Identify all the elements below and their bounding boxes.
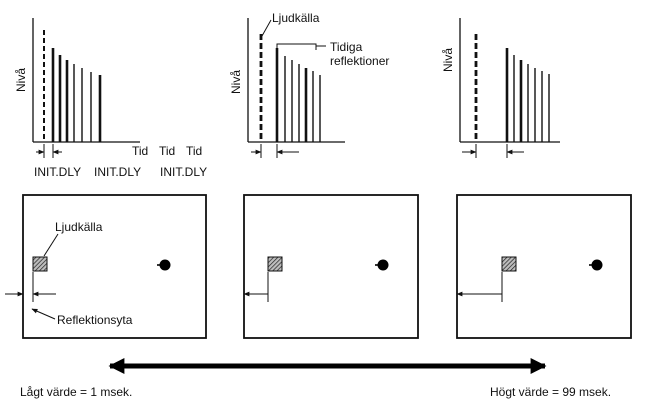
room-1: Ljudkälla Reflektionsyta	[5, 194, 207, 339]
graph-2-reflections-label: Tidiga reflektioner	[330, 40, 389, 68]
room-1-source-label: Ljudkälla	[55, 220, 103, 234]
room-2-source	[267, 256, 283, 272]
room-3-source	[501, 256, 517, 272]
room-2	[243, 194, 419, 339]
room-3-box	[456, 194, 632, 339]
graph-3-y-label: Nivå	[441, 48, 455, 72]
graph-2-source-leader	[261, 19, 272, 37]
graph-2-source-label: Ljudkälla	[272, 11, 320, 25]
graph-3: Nivå	[441, 18, 560, 158]
room-1-source	[32, 256, 48, 272]
init-dly-label-2: INIT.DLY	[94, 165, 141, 179]
init-dly-label-3: INIT.DLY	[160, 165, 207, 179]
high-value-label: Högt värde = 99 msek.	[490, 385, 611, 399]
low-value-label: Lågt värde = 1 msek.	[20, 385, 132, 399]
time-label-2: Tid	[159, 144, 175, 158]
graph-1-y-label: Nivå	[14, 68, 28, 92]
time-label-1: Tid	[132, 144, 148, 158]
graph-2-y-label: Nivå	[229, 70, 243, 94]
time-label-3: Tid	[186, 144, 202, 158]
graph-2-reflections-bracket	[276, 43, 317, 50]
room-1-surface-label: Reflektionsyta	[57, 313, 133, 327]
graph-1: Nivå	[14, 18, 140, 158]
room-3	[456, 194, 632, 339]
room-1-surface-leader	[31, 308, 56, 320]
init-dly-label-1: INIT.DLY	[34, 165, 81, 179]
graph-2: Nivå Ljudkälla Tidiga reflektioner	[229, 11, 389, 158]
room-1-box	[22, 194, 207, 339]
room-1-source-leader	[43, 233, 59, 257]
